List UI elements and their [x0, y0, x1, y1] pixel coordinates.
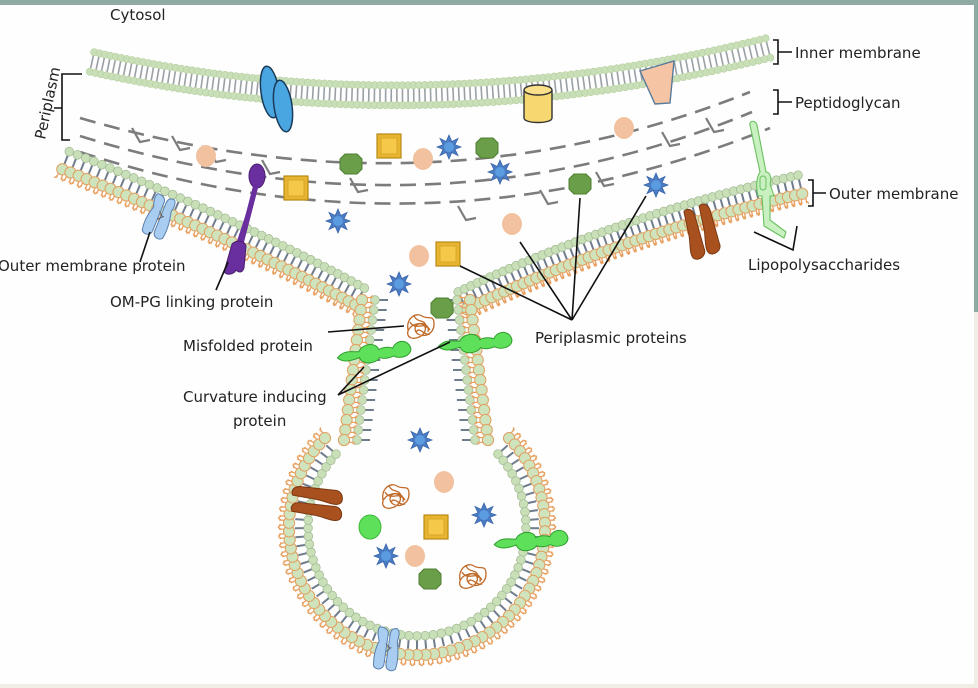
- peach-protein: [413, 148, 433, 170]
- misfolded-protein: [381, 484, 410, 509]
- outer-membrane-outer-leaflet-lipid: [794, 186, 811, 207]
- star-protein: [643, 172, 669, 198]
- cytosol-label: Cytosol: [110, 6, 166, 24]
- vesicle-neck-inner-lipid: [459, 424, 480, 436]
- inner-membrane-protein-trapezoid: [639, 60, 675, 105]
- peach-protein: [502, 213, 522, 235]
- vesicle-neck-inner-lipid: [453, 374, 473, 386]
- vesicle-neck-inner-lipid: [364, 334, 384, 346]
- inner-membrane-protein-cylinder: [523, 84, 553, 124]
- vesicle-neck-inner-lipid: [458, 414, 478, 426]
- vesicle-inner-leaflet-lipid: [520, 522, 541, 534]
- misfolded-protein-label: Misfolded protein: [183, 337, 313, 355]
- peptidoglycan-layer: [79, 90, 771, 222]
- green-octagon-protein: [475, 137, 499, 159]
- vesicle-inner-leaflet-lipid: [411, 630, 423, 650]
- vesicle-neck-inner-lipid: [352, 424, 373, 436]
- vesicle-brown-protein: [287, 482, 347, 523]
- yellow-square-protein: [423, 514, 449, 540]
- peptidoglycan-crosslink: [171, 135, 191, 152]
- vesicle-neck-inner-lipid: [461, 434, 481, 446]
- periplasm-label: Periplasm: [31, 65, 64, 141]
- peptidoglycan-crosslink: [131, 127, 151, 144]
- star-protein: [325, 208, 351, 234]
- peptidoglycan-strand: [79, 90, 751, 165]
- vesicle-neck-inner-lipid: [356, 394, 377, 406]
- peptidoglycan-crosslink: [705, 117, 725, 134]
- curvature-inducing-protein-label-line1: Curvature inducing: [183, 388, 327, 406]
- star-protein: [436, 134, 462, 160]
- curvature-inducing-protein-vesicle: [493, 529, 570, 554]
- star-protein: [487, 159, 513, 185]
- periplasmic-cargo: [196, 117, 669, 590]
- vesicle-neck-inner-lipid: [367, 314, 387, 326]
- green-round-protein: [358, 514, 382, 540]
- outer-membrane-vesicle: [277, 293, 557, 667]
- peach-protein: [614, 117, 634, 139]
- star-protein: [407, 427, 433, 453]
- lipopolysaccharide-structure: [749, 120, 787, 239]
- star-protein: [471, 502, 497, 528]
- green-octagon-protein: [418, 568, 442, 590]
- peach-protein: [405, 545, 425, 567]
- peptidoglycan-crosslink: [539, 189, 559, 206]
- top-border: [0, 0, 978, 5]
- peach-protein: [196, 145, 216, 167]
- vesicle-inner-leaflet-lipid: [294, 530, 315, 543]
- peptidoglycan-label: Peptidoglycan: [795, 94, 901, 112]
- vesicle-neck-inner-lipid: [452, 364, 472, 376]
- vesicle-neck-inner-lipid: [454, 384, 474, 396]
- vesicle-neck-inner-lipid: [369, 294, 389, 306]
- vesicle-neck-inner-lipid: [457, 404, 477, 416]
- outer-membrane-protein-label: Outer membrane protein: [0, 257, 186, 275]
- star-protein: [386, 271, 412, 297]
- curvature-inducing-protein-left: [335, 339, 413, 367]
- green-octagon-protein: [339, 153, 363, 175]
- lipopolysaccharides-label: Lipopolysaccharides: [748, 256, 900, 274]
- vesicle-neck-inner-lipid: [358, 384, 378, 396]
- vesicle-inner-leaflet-lipid: [419, 629, 432, 650]
- vesicle-neck-inner-lipid: [351, 434, 371, 446]
- vesicle-neck-inner-lipid: [446, 324, 467, 336]
- peptidoglycan-crosslink: [261, 159, 281, 176]
- vesicle-neck-inner-lipid: [368, 304, 388, 316]
- om-pg-linking-protein: [223, 163, 266, 275]
- misfolded-protein: [406, 314, 435, 339]
- outer-membrane-label: Outer membrane: [829, 185, 958, 203]
- vesicle-neck-inner-lipid: [455, 394, 476, 406]
- periplasmic-proteins-label: Periplasmic proteins: [535, 329, 687, 347]
- inner-membrane-protein-blue: [259, 65, 294, 133]
- peptidoglycan-crosslink: [349, 177, 369, 194]
- peach-protein: [434, 471, 454, 493]
- curvature-inducing-protein-label-line2: protein: [233, 412, 286, 430]
- yellow-square-protein: [376, 133, 402, 159]
- vesicle-neck-inner-lipid: [355, 404, 375, 416]
- peptidoglycan-strand: [79, 110, 753, 187]
- vesicle-neck-inner-lipid: [354, 414, 374, 426]
- leader-lines: [54, 39, 826, 396]
- peptidoglycan-crosslink: [457, 205, 477, 222]
- peach-protein: [409, 245, 429, 267]
- peptidoglycan-strand: [79, 126, 771, 205]
- peptidoglycan-crosslink: [661, 131, 681, 148]
- peptidoglycan-crosslink: [595, 171, 615, 188]
- inner-membrane-label: Inner membrane: [795, 44, 921, 62]
- yellow-square-protein: [283, 175, 309, 201]
- vesicle-inner-leaflet-lipid: [293, 522, 314, 534]
- right-border: [974, 0, 978, 312]
- green-octagon-protein: [430, 297, 454, 319]
- vesicle-neck-inner-lipid: [360, 364, 380, 376]
- misfolded-protein: [458, 564, 487, 589]
- vesicle-neck-inner-lipid: [365, 324, 386, 336]
- star-protein: [373, 543, 399, 569]
- vesicle-inner-leaflet-lipid: [520, 513, 541, 526]
- vesicle-neck-inner-lipid: [450, 354, 471, 366]
- om-pg-linking-protein-label: OM-PG linking protein: [110, 293, 273, 311]
- green-octagon-protein: [568, 173, 592, 195]
- yellow-square-protein: [435, 241, 461, 267]
